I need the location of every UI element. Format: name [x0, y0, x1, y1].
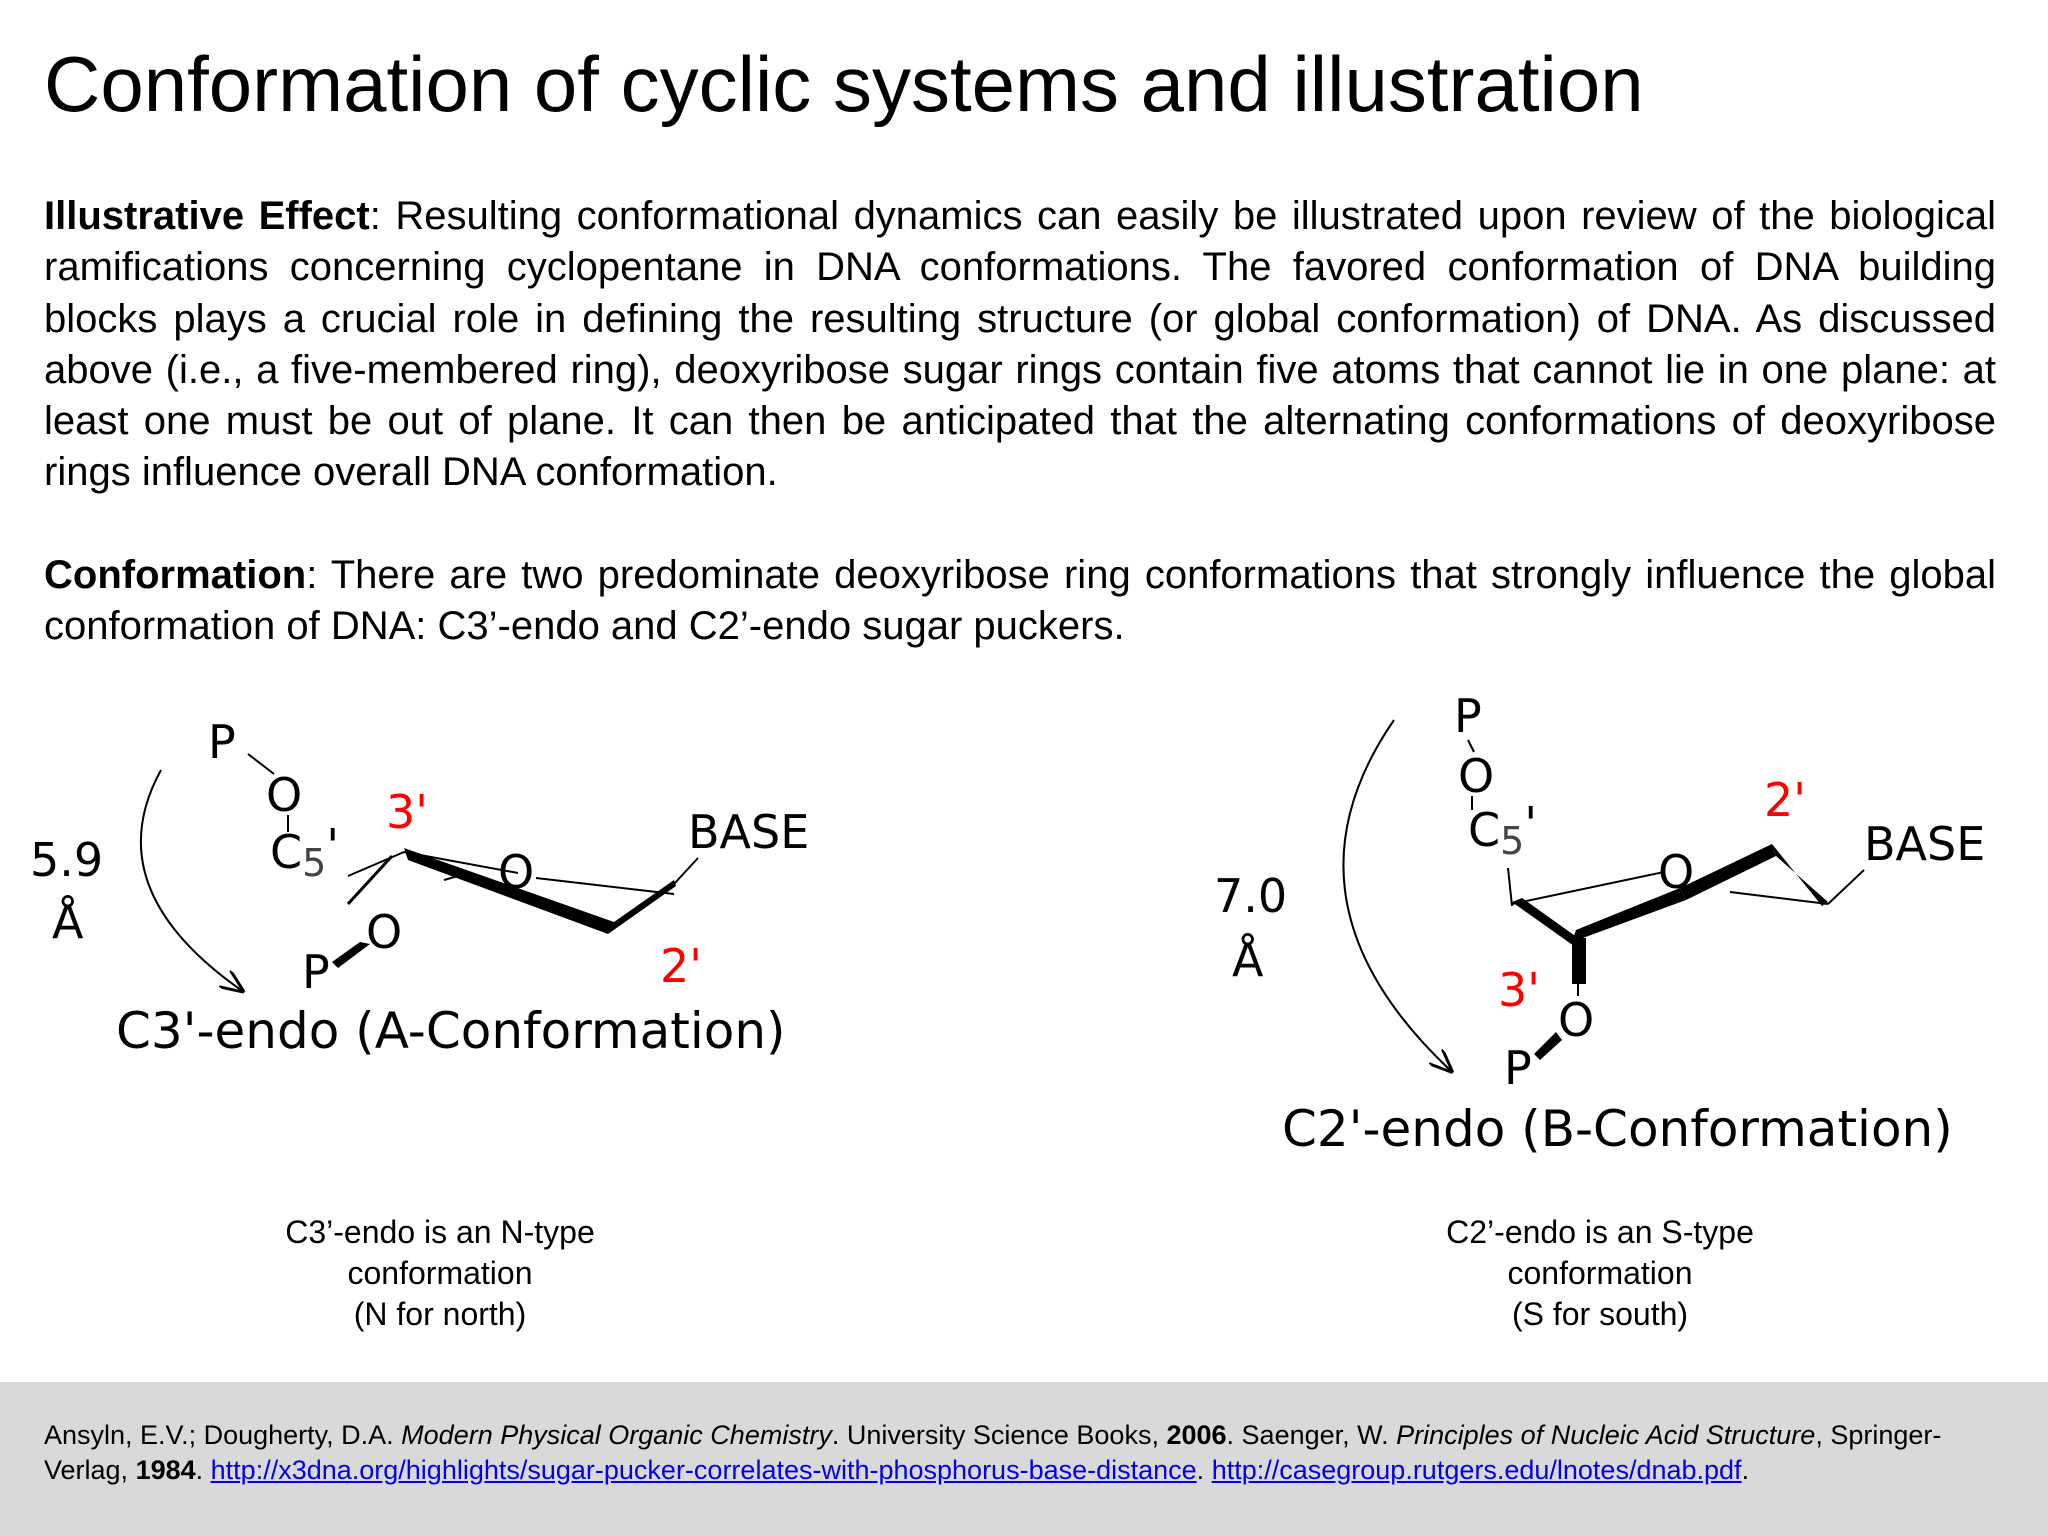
- atom-c5: C5': [1468, 797, 1537, 863]
- conformation-paragraph: Conformation: There are two predominate …: [44, 550, 1996, 653]
- atom-o-top: O: [266, 768, 302, 822]
- caption-line: conformation: [1507, 1255, 1693, 1291]
- label-2prime: 2': [660, 939, 702, 993]
- c3-endo-diagram: 5.9 Å P O C5' 3' O BASE 2' O P C3'-endo …: [30, 715, 809, 1060]
- reference-year: 2006: [1166, 1420, 1227, 1450]
- atom-p-top: P: [1454, 689, 1482, 743]
- distance-arrow: [1342, 719, 1450, 1070]
- reference-year: 1984: [135, 1455, 196, 1485]
- casegroup-link[interactable]: http://casegroup.rutgers.edu/lnotes/dnab…: [1211, 1455, 1742, 1485]
- conformation-name: C2'-endo (B-Conformation): [1282, 1100, 1953, 1158]
- atom-o-bottom: O: [1558, 993, 1594, 1047]
- distance-value: 7.0: [1214, 869, 1287, 923]
- c2-endo-diagram: 7.0 Å P O C5' 2' O BASE 3' O P C2'-endo …: [1214, 689, 1985, 1158]
- page-title: Conformation of cyclic systems and illus…: [44, 40, 1644, 128]
- x3dna-link[interactable]: http://x3dna.org/highlights/sugar-pucker…: [210, 1455, 1197, 1485]
- c3-endo-caption: C3’-endo is an N-type conformation (N fo…: [210, 1212, 670, 1335]
- atom-o-top: O: [1458, 749, 1494, 803]
- distance-arrow: [139, 769, 241, 990]
- angstrom-unit: Å: [52, 895, 84, 949]
- atom-c5: C5': [270, 819, 339, 885]
- distance-value: 5.9: [30, 833, 103, 887]
- caption-line: (N for north): [353, 1296, 527, 1332]
- references-text: Ansyln, E.V.; Dougherty, D.A. Modern Phy…: [44, 1420, 1942, 1485]
- atom-p-bottom: P: [302, 945, 330, 999]
- reference-title: Modern Physical Organic Chemistry: [401, 1420, 832, 1450]
- paragraph-body: : There are two predominate deoxyribose …: [44, 553, 1996, 649]
- caption-line: C3’-endo is an N-type: [285, 1214, 595, 1250]
- paragraph-lead: Conformation: [44, 553, 307, 597]
- atom-p-bottom: P: [1504, 1041, 1532, 1095]
- references-footer: Ansyln, E.V.; Dougherty, D.A. Modern Phy…: [0, 1382, 2048, 1536]
- base-label: BASE: [688, 805, 809, 859]
- ring-oxygen: O: [1658, 845, 1694, 899]
- atom-p-top: P: [208, 715, 236, 769]
- label-3prime: 3': [386, 785, 428, 839]
- base-label: BASE: [1864, 817, 1985, 871]
- caption-line: conformation: [347, 1255, 533, 1291]
- c2-endo-caption: C2’-endo is an S-type conformation (S fo…: [1370, 1212, 1830, 1335]
- illustrative-effect-paragraph: Illustrative Effect: Resulting conformat…: [44, 191, 1996, 499]
- caption-line: C2’-endo is an S-type: [1446, 1214, 1754, 1250]
- label-3prime: 3': [1498, 963, 1540, 1017]
- ring-oxygen: O: [498, 845, 534, 899]
- paragraph-body: : Resulting conformational dynamics can …: [44, 194, 1997, 495]
- caption-line: (S for south): [1511, 1296, 1689, 1332]
- paragraph-lead: Illustrative Effect: [44, 194, 370, 238]
- reference-title: Principles of Nucleic Acid Structure: [1396, 1420, 1816, 1450]
- angstrom-unit: Å: [1232, 933, 1264, 987]
- conformation-name: C3'-endo (A-Conformation): [116, 1002, 786, 1060]
- atom-o-bottom: O: [366, 905, 402, 959]
- label-2prime: 2': [1764, 773, 1806, 827]
